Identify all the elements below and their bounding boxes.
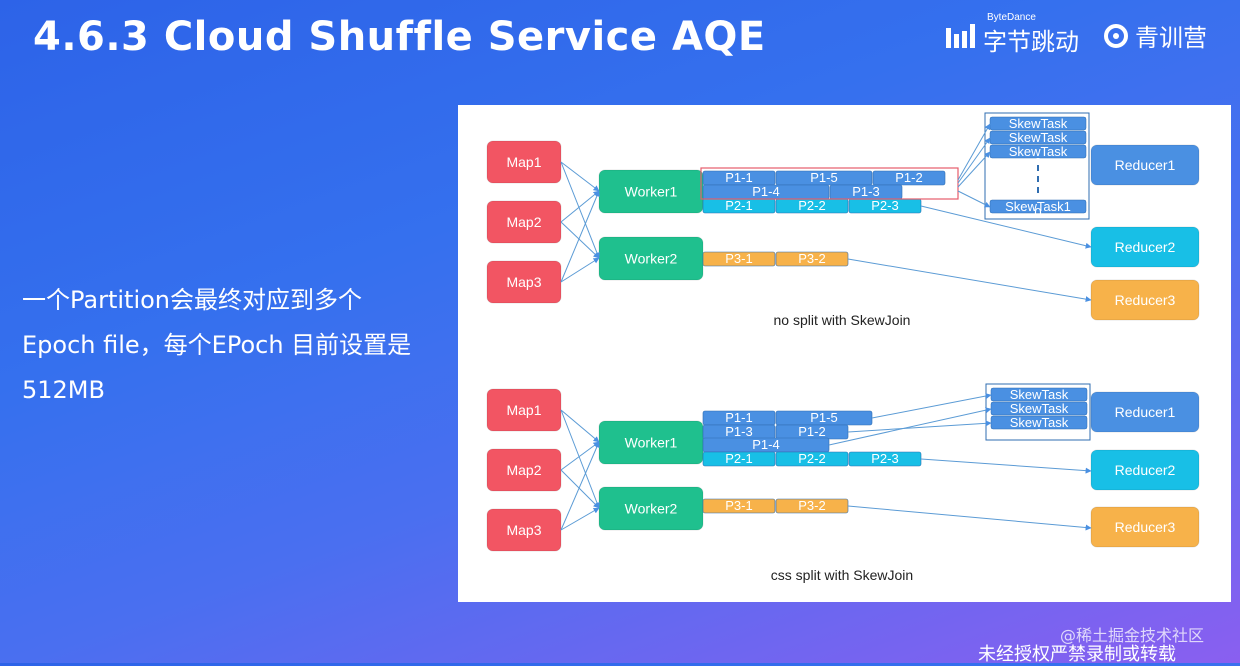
map-worker-edge: [560, 161, 600, 259]
skew-edge: [871, 393, 992, 419]
partition-box-label: P1-5: [810, 410, 837, 425]
skewtask-box-label: SkewTask: [1009, 116, 1068, 131]
reducer-node-label: Reducer3: [1115, 519, 1176, 535]
skewtask-box-label: SkewTask1: [1005, 199, 1071, 214]
map-worker-edge: [560, 409, 600, 509]
body-line: Epoch file，每个EPoch 目前设置是: [22, 331, 412, 359]
partition-box-label: P2-3: [871, 451, 898, 466]
map-node-label: Map1: [506, 154, 541, 170]
partition-box: [702, 451, 776, 467]
site-watermark: @稀土掘金技术社区: [1060, 626, 1205, 645]
partition-box: [702, 498, 776, 514]
copyright-notice: 未经授权严禁录制或转载: [978, 644, 1176, 665]
body-line: 512MB: [22, 376, 105, 404]
partition-box-label: P2-1: [725, 198, 752, 213]
slide-title: 4.6.3 Cloud Shuffle Service AQE: [33, 14, 766, 60]
skewtask-suffix: 0: [1034, 205, 1041, 220]
skew-edge: [847, 420, 992, 433]
partition-box-label: P1-5: [810, 170, 837, 185]
skewtask-box-label: SkewTask: [1009, 144, 1068, 159]
reducer-node: [1090, 391, 1200, 433]
camp-logo-icon: [1104, 23, 1128, 48]
partition-reducer-edge: [920, 205, 1092, 249]
slide-body: 一个Partition会最终对应到多个 Epoch file，每个EPoch 目…: [22, 278, 442, 413]
partition-box-label: P2-2: [798, 451, 825, 466]
worker-node-label: Worker1: [625, 184, 678, 200]
partition-box-label: P1-3: [852, 184, 879, 199]
partition-box-label: P1-4: [752, 184, 779, 199]
worker-node-label: Worker1: [625, 435, 678, 451]
reducer-node-label: Reducer1: [1115, 404, 1176, 420]
diagram-caption: no split with SkewJoin: [774, 312, 911, 328]
skewtask-suffix: 2: [1035, 426, 1042, 441]
skew-edge: [957, 137, 991, 184]
skewtask-box-label: SkewTask: [1010, 401, 1069, 416]
map-node-label: Map2: [506, 214, 541, 230]
reducer-node-label: Reducer1: [1115, 157, 1176, 173]
partition-box-label: P3-2: [798, 498, 825, 513]
skewtask-box: [989, 130, 1087, 145]
bytedance-bars-icon: [946, 23, 975, 48]
skew-edge: [957, 123, 991, 181]
skewtask-suffix: 2: [1034, 155, 1041, 170]
partition-box-label: P3-1: [725, 498, 752, 513]
map-node-label: Map3: [506, 274, 541, 290]
skew-edge: [957, 190, 991, 208]
partition-reducer-edge: [920, 458, 1092, 474]
skewtask-box: [989, 144, 1087, 159]
partition-box-label: P3-1: [725, 251, 752, 266]
map-worker-edge: [560, 190, 600, 223]
map-worker-edge: [560, 469, 600, 509]
worker-node-label: Worker2: [625, 251, 678, 267]
camp-logo: 青训营: [1103, 18, 1207, 53]
worker-node-label: Worker2: [625, 501, 678, 517]
skew-edge: [828, 407, 992, 446]
partition-box-label: P1-4: [752, 437, 779, 452]
bytedance-en: ByteDance: [987, 12, 1036, 23]
map-worker-edge: [560, 161, 600, 192]
map-node-label: Map2: [506, 462, 541, 478]
map-worker-edge: [560, 221, 600, 259]
partition-box-label: P3-2: [798, 251, 825, 266]
map-node-label: Map1: [506, 402, 541, 418]
bytedance-logo: ByteDance 字节跳动: [945, 12, 1079, 57]
camp-name: 青训营: [1135, 24, 1207, 52]
map-worker-edge: [560, 257, 600, 283]
skew-edge: [957, 151, 991, 188]
skewtask-box-label: SkewTask: [1009, 130, 1068, 145]
map-worker-edge: [560, 409, 600, 443]
reducer-node-label: Reducer2: [1115, 239, 1176, 255]
partition-box: [872, 170, 946, 186]
partition-box-label: P1-2: [798, 424, 825, 439]
map-worker-edge: [560, 507, 600, 531]
partition-box-label: P2-2: [798, 198, 825, 213]
reducer-node-label: Reducer3: [1115, 292, 1176, 308]
map-worker-edge: [560, 441, 600, 531]
map-node-label: Map3: [506, 522, 541, 538]
partition-reducer-edge: [847, 258, 1092, 303]
partition-box: [775, 451, 849, 467]
skew-highlight-box: [700, 167, 959, 200]
partition-box-label: P1-2: [895, 170, 922, 185]
partition-box-label: P1-1: [725, 170, 752, 185]
partition-box-label: P1-3: [725, 424, 752, 439]
partition-box: [702, 251, 776, 267]
map-worker-edge: [560, 441, 600, 471]
reducer-node-label: Reducer2: [1115, 462, 1176, 478]
skewtask-box-label: SkewTask: [1010, 415, 1069, 430]
partition-box-label: P2-1: [725, 451, 752, 466]
skewtask-box-label: SkewTask: [1010, 387, 1069, 402]
body-line: 一个Partition会最终对应到多个: [22, 286, 363, 314]
skewtask-group: [984, 112, 1090, 220]
reducer-node: [1090, 144, 1200, 186]
bytedance-cn: 字节跳动: [983, 28, 1079, 56]
shuffle-diagram: Map1Map2Map3Worker1Worker2Reducer1Reduce…: [486, 112, 1200, 583]
map-worker-edge: [560, 190, 600, 283]
partition-reducer-edge: [847, 505, 1092, 531]
partition-box-label: P1-1: [725, 410, 752, 425]
diagram-caption: css split with SkewJoin: [771, 567, 913, 583]
partition-box-label: P2-3: [871, 198, 898, 213]
